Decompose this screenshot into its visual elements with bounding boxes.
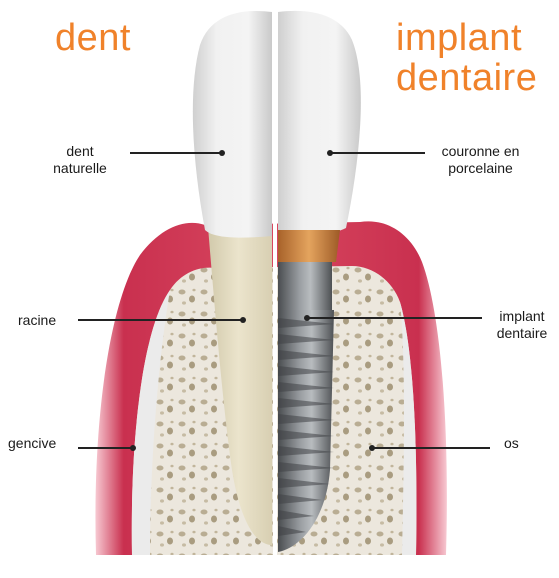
label-bone: os — [504, 435, 519, 452]
leader-root-dot — [240, 317, 246, 323]
label-porcelain-crown-line2: porcelaine — [428, 160, 533, 177]
label-dental-implant-line1: implant — [486, 308, 558, 325]
label-dental-implant-line2: dentaire — [486, 325, 558, 342]
label-natural-tooth: dent naturelle — [40, 143, 120, 177]
leader-implant-dot — [304, 315, 310, 321]
label-porcelain-crown-line1: couronne en — [428, 143, 533, 160]
leader-bone-dot — [369, 445, 375, 451]
title-natural-tooth: dent — [55, 18, 131, 58]
implant-crown — [278, 11, 361, 237]
label-root: racine — [18, 312, 56, 329]
title-dental-implant-line2: dentaire — [396, 58, 537, 98]
label-dental-implant: implant dentaire — [486, 308, 558, 342]
label-porcelain-crown: couronne en porcelaine — [428, 143, 533, 177]
label-natural-tooth-line2: naturelle — [40, 160, 120, 177]
title-dental-implant-line1: implant — [396, 18, 537, 58]
title-dental-implant: implant dentaire — [396, 18, 537, 98]
label-natural-tooth-line1: dent — [40, 143, 120, 160]
abutment — [278, 230, 340, 262]
implant-collar — [278, 262, 332, 310]
label-gum: gencive — [8, 435, 56, 452]
natural-crown — [193, 11, 272, 238]
leader-natural-tooth-dot — [219, 150, 225, 156]
leader-crown-dot — [327, 150, 333, 156]
leader-gum-dot — [130, 445, 136, 451]
